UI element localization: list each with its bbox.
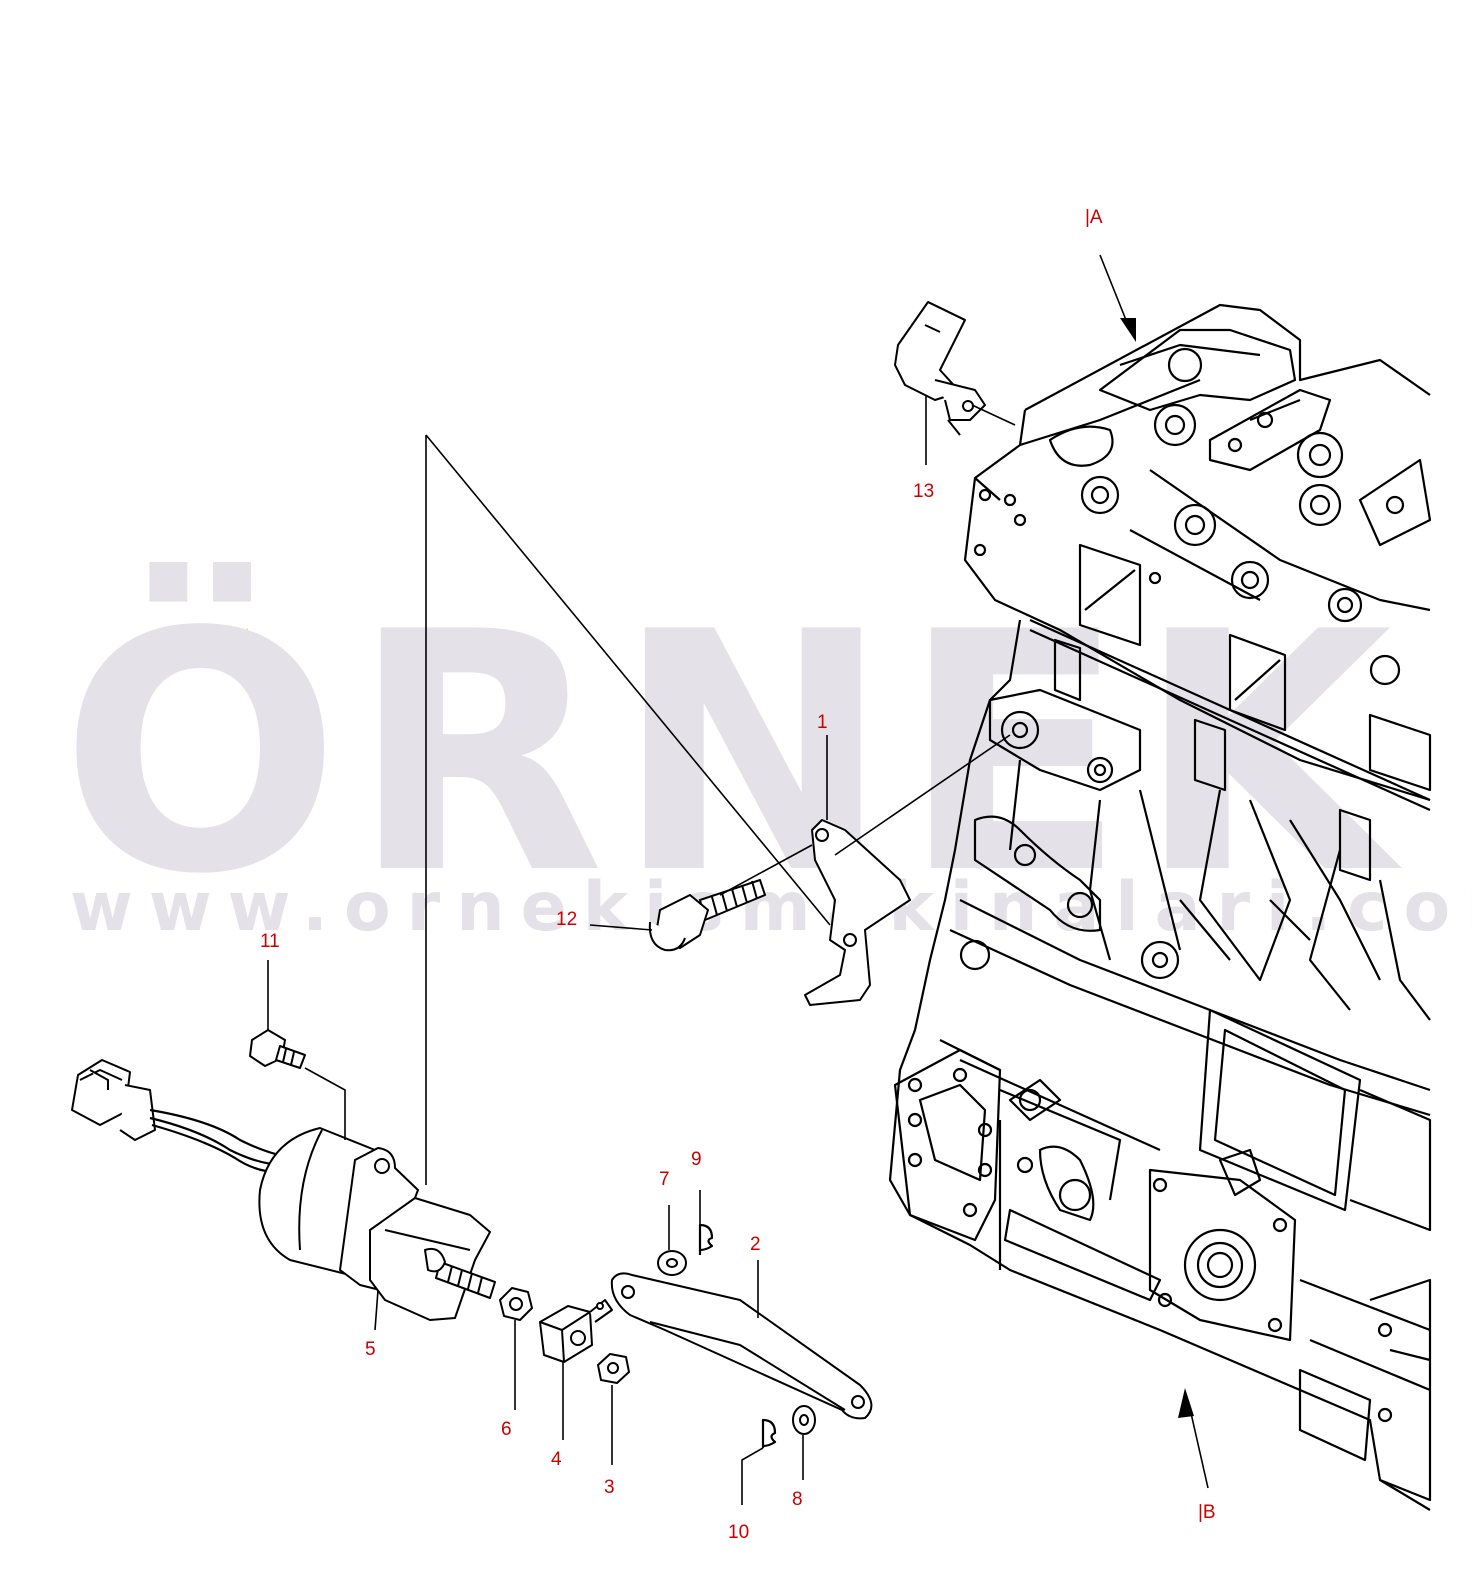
watermark-brand: ÖRNEK [60,559,1404,946]
watermark-url: www.ornekismakinalari.com.tr [70,868,1472,947]
washer-part-7 [657,1250,687,1276]
bracket-part-1 [804,819,911,1006]
nut-part-3 [597,1353,630,1384]
callout-labels: 1 2 3 4 5 6 7 8 9 10 11 12 13 [260,481,934,1543]
nut-part-6 [499,1287,533,1321]
callout-10: 10 [728,1522,749,1543]
callout-11: 11 [260,931,280,952]
callout-1: 1 [817,712,828,733]
solenoid-part-5 [71,1059,496,1321]
callout-6: 6 [501,1419,512,1440]
block-part-4 [539,1299,613,1363]
callout-9: 9 [691,1149,702,1170]
view-arrow-a [1099,254,1136,342]
view-arrow-b [1178,1388,1209,1489]
callout-5: 5 [365,1339,376,1360]
clip-part-9 [698,1223,714,1255]
washer-part-8 [792,1405,816,1435]
engine-block-drawing [888,303,1432,1511]
callout-7: 7 [659,1169,670,1190]
lever-part-2 [610,1272,873,1420]
umlaut-accent-right [196,628,248,660]
watermark: ÖRNEK www.ornekismakinalari.com.tr [60,559,1472,947]
umlaut-accent-left [128,628,180,660]
view-label-b: |B [1198,1502,1216,1523]
bolt-part-11 [249,1029,306,1069]
callout-13: 13 [913,481,934,502]
bolt-part-12 [648,879,766,952]
view-label-a: |A [1085,207,1103,228]
callout-3: 3 [604,1477,615,1498]
sensor-part-13 [894,301,986,436]
callout-12: 12 [556,909,577,930]
clip-part-10 [761,1418,777,1448]
leader-lines [267,395,1016,1505]
callout-2: 2 [750,1234,761,1255]
callout-4: 4 [551,1449,562,1470]
callout-8: 8 [792,1489,803,1510]
